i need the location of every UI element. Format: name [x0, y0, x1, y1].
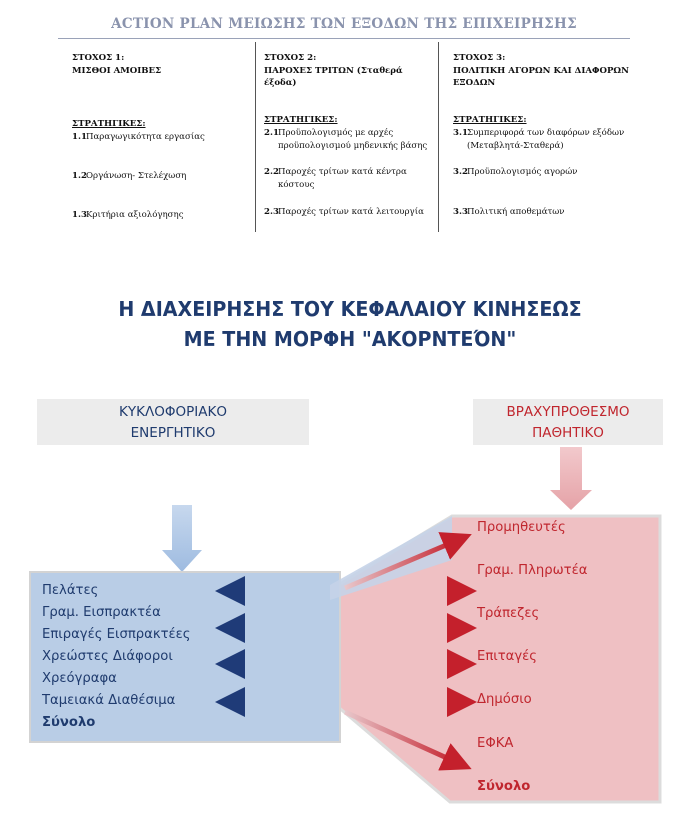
strategy-text: Προϋπολογισμός αγορών: [467, 167, 578, 177]
liability-total: Σύνολο: [477, 779, 531, 794]
strategy-number: 2.3: [264, 207, 279, 217]
goal-title: ΜΙΣΘΟΙ ΑΜΟΙΒΕΣ: [72, 65, 162, 76]
goal-label: ΣΤΟΧΟΣ 1:: [72, 53, 125, 63]
liability-item: Επιταγές: [477, 649, 538, 664]
asset-item: Χρεώστες Διάφοροι: [42, 649, 173, 664]
strategy-number: 3.2: [453, 167, 468, 177]
strategy-text: Προϋπολογισμός με αρχές προϋπολογισμού μ…: [278, 128, 428, 151]
liability-item: Προμηθευτές: [477, 520, 566, 535]
liabilities-header-line-2: ΠΑΘΗΤΙΚΟ: [532, 425, 604, 441]
strategy-number: 2.1: [264, 128, 279, 138]
liability-item: ΕΦΚΑ: [477, 736, 514, 751]
liabilities-header-line-1: ΒΡΑΧΥΠΡΟΘΕΣΜΟ: [506, 404, 630, 420]
asset-total: Σύνολο: [42, 715, 96, 730]
goal-label: ΣΤΟΧΟΣ 3:: [453, 53, 506, 63]
strategy-item: 1.1 Παραγωγικότητα εργασίας: [72, 131, 250, 144]
strategy-number: 3.3: [453, 207, 468, 217]
strategy-number: 3.1: [453, 128, 468, 138]
strategy-item: 2.2 Παροχές τρίτων κατά κέντρα κόστους: [264, 166, 434, 191]
strategy-text: Οργάνωση- Στελέχωση: [86, 171, 187, 181]
strategy-text: Συμπεριφορά των διαφόρων εξόδων (Μεταβλη…: [467, 128, 625, 151]
strategy-item: 3.1 Συμπεριφορά των διαφόρων εξόδων (Μετ…: [453, 127, 629, 152]
liability-item: Τράπεζες: [477, 606, 540, 621]
main-heading-line-2: ΜΕ ΤΗΝ ΜΟΡΦΗ "ΑΚΟΡΝΤΕΌΝ": [183, 327, 517, 351]
strategies-label: ΣΤΡΑΤΗΓΙΚΕΣ:: [453, 115, 527, 125]
fan-arrow-up: [344, 532, 472, 591]
current-assets-header-line-1: ΚΥΚΛΟΦΟΡΙΑΚΟ: [119, 404, 227, 420]
strategy-text: Παροχές τρίτων κατά κέντρα κόστους: [278, 167, 407, 190]
strategy-number: 2.2: [264, 167, 279, 177]
strategy-number: 1.1: [72, 132, 87, 142]
strategy-item: 3.3 Πολιτική αποθεμάτων: [453, 206, 629, 219]
short-term-liabilities-header: ΒΡΑΧΥΠΡΟΘΕΣΜΟ ΠΑΘΗΤΙΚΟ: [473, 399, 663, 445]
strategy-item: 2.1 Προϋπολογισμός με αρχές προϋπολογισμ…: [264, 127, 434, 152]
action-plan-title: ACTION PLAN ΜΕΙΩΣΗΣ ΤΩΝ ΕΞΟΔΩΝ ΤΗΣ ΕΠΙΧΕ…: [111, 16, 577, 32]
strategy-number: 1.3: [72, 210, 87, 220]
asset-item: Επιραγές Εισπρακτέες: [42, 627, 191, 642]
strategy-text: Πολιτική αποθεμάτων: [467, 207, 565, 217]
goal-column-3: ΣΤΟΧΟΣ 3: ΠΟΛΙΤΙΚΗ ΑΓΟΡΩΝ ΚΑΙ ΔΙΑΦΟΡΩΝ Ε…: [453, 52, 629, 232]
strategy-text: Παραγωγικότητα εργασίας: [86, 132, 205, 142]
strategy-item: 1.2 Οργάνωση- Στελέχωση: [72, 170, 250, 183]
main-heading-line-1: Η ΔΙΑΧΕΙΡΗΣΗΣ ΤΟΥ ΚΕΦΑΛΑΙΟΥ ΚΙΝΗΣΕΩΣ: [118, 297, 582, 321]
strategy-text: Κριτήρια αξιολόγησης: [86, 210, 184, 220]
asset-item: Ταμειακά Διαθέσιμα: [42, 693, 176, 708]
current-assets-header: ΚΥΚΛΟΦΟΡΙΑΚΟ ΕΝΕΡΓΗΤΙΚΟ: [37, 399, 309, 445]
strategy-item: 3.2 Προϋπολογισμός αγορών: [453, 166, 629, 179]
strategies-label: ΣΤΡΑΤΗΓΙΚΕΣ:: [72, 119, 146, 129]
goal-column-1: ΣΤΟΧΟΣ 1: ΜΙΣΘΟΙ ΑΜΟΙΒΕΣ ΣΤΡΑΤΗΓΙΚΕΣ: 1.…: [72, 52, 250, 232]
main-heading: Η ΔΙΑΧΕΙΡΗΣΗΣ ΤΟΥ ΚΕΦΑΛΑΙΟΥ ΚΙΝΗΣΕΩΣ ΜΕ …: [80, 294, 619, 354]
strategy-number: 1.2: [72, 171, 87, 181]
liability-item: Γραμ. Πληρωτέα: [477, 563, 588, 578]
asset-item: Χρεόγραφα: [42, 671, 117, 686]
goal-column-2: ΣΤΟΧΟΣ 2: ΠΑΡΟΧΕΣ ΤΡΙΤΩΝ (Σταθερά έξοδα)…: [264, 52, 434, 232]
strategy-text: Παροχές τρίτων κατά λειτουργία: [278, 207, 424, 217]
column-divider: [255, 42, 256, 232]
title-divider: [58, 38, 630, 39]
liability-item: Δημόσιο: [477, 692, 532, 707]
goal-title: ΠΟΛΙΤΙΚΗ ΑΓΟΡΩΝ ΚΑΙ ΔΙΑΦΟΡΩΝ ΕΞΟΔΩΝ: [453, 65, 629, 89]
strategy-item: 1.3 Κριτήρια αξιολόγησης: [72, 209, 250, 222]
asset-item: Πελάτες: [42, 583, 99, 598]
current-assets-header-line-2: ΕΝΕΡΓΗΤΙΚΟ: [130, 425, 216, 441]
down-arrow-assets: [162, 505, 202, 572]
strategies-label: ΣΤΡΑΤΗΓΙΚΕΣ:: [264, 115, 338, 125]
goal-title: ΠΑΡΟΧΕΣ ΤΡΙΤΩΝ (Σταθερά έξοδα): [264, 65, 403, 89]
down-arrow-liabilities: [550, 447, 592, 510]
asset-item: Γραμ. Εισπρακτέα: [42, 605, 161, 620]
fan-arrow-down: [343, 709, 472, 771]
column-divider: [438, 42, 439, 232]
strategy-item: 2.3 Παροχές τρίτων κατά λειτουργία: [264, 206, 434, 219]
goal-label: ΣΤΟΧΟΣ 2:: [264, 53, 317, 63]
